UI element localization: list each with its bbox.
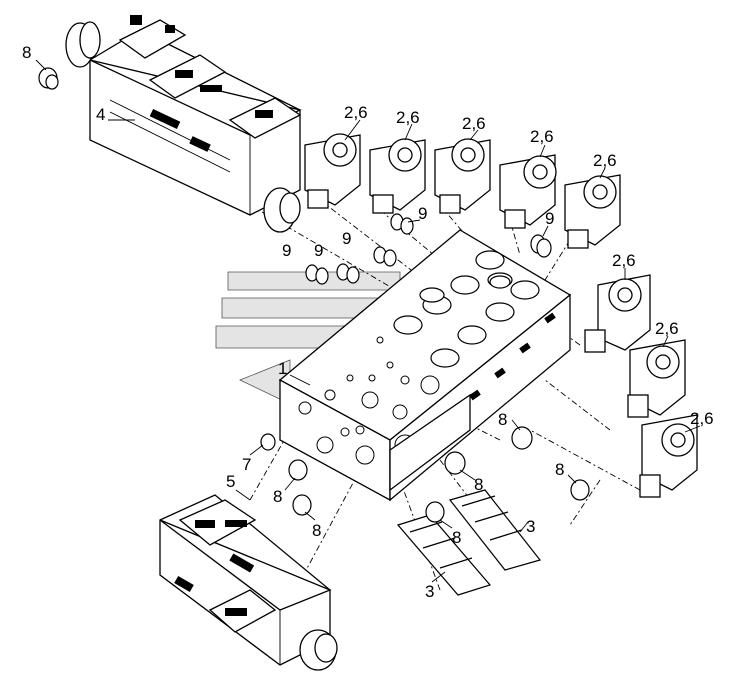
directional-valve-bottom: [159, 494, 338, 671]
callout-2-6-coil-4: 2,6: [530, 127, 554, 146]
callout-labels: 8 4 2,6 2,6 2,6 2,6 2,6 2,6 2,6 2,6 9 9 …: [22, 43, 714, 601]
callout-8-center-a: 8: [474, 475, 483, 494]
callout-2-6-coil-5: 2,6: [593, 151, 617, 170]
plugs: [38, 67, 590, 523]
callout-2-6-coil-3: 2,6: [462, 114, 486, 133]
callout-2-6-coil-2: 2,6: [396, 108, 420, 127]
callout-8-right-a: 8: [498, 410, 507, 429]
callout-2-6-coil-8: 2,6: [690, 409, 714, 428]
callout-9-center: 9: [342, 229, 351, 248]
cartridge-spools: [396, 489, 542, 596]
solenoid-coils: [304, 133, 698, 498]
callout-3-left: 3: [425, 582, 434, 601]
callout-8-left-b: 8: [312, 521, 321, 540]
callout-9-right: 9: [545, 209, 554, 228]
callout-8-left-a: 8: [273, 487, 282, 506]
callout-9-top: 9: [418, 204, 427, 223]
leader-lines: [35, 59, 701, 583]
callout-8-right-b: 8: [555, 460, 564, 479]
callout-1: 1: [278, 359, 287, 378]
callout-7: 7: [242, 455, 251, 474]
seal-rings: [305, 213, 552, 303]
callout-5: 5: [226, 472, 235, 491]
callout-2-6-coil-1: 2,6: [344, 103, 368, 122]
callout-3-right: 3: [526, 517, 535, 536]
directional-valve-top: [65, 15, 302, 233]
callout-2-6-coil-6: 2,6: [612, 251, 636, 270]
callout-9-left-b: 9: [314, 241, 323, 260]
callout-9-left-a: 9: [282, 241, 291, 260]
callout-8-center-b: 8: [452, 528, 461, 547]
callout-4: 4: [96, 105, 105, 124]
callout-2-6-coil-7: 2,6: [655, 319, 679, 338]
callout-8-top-left: 8: [22, 43, 31, 62]
